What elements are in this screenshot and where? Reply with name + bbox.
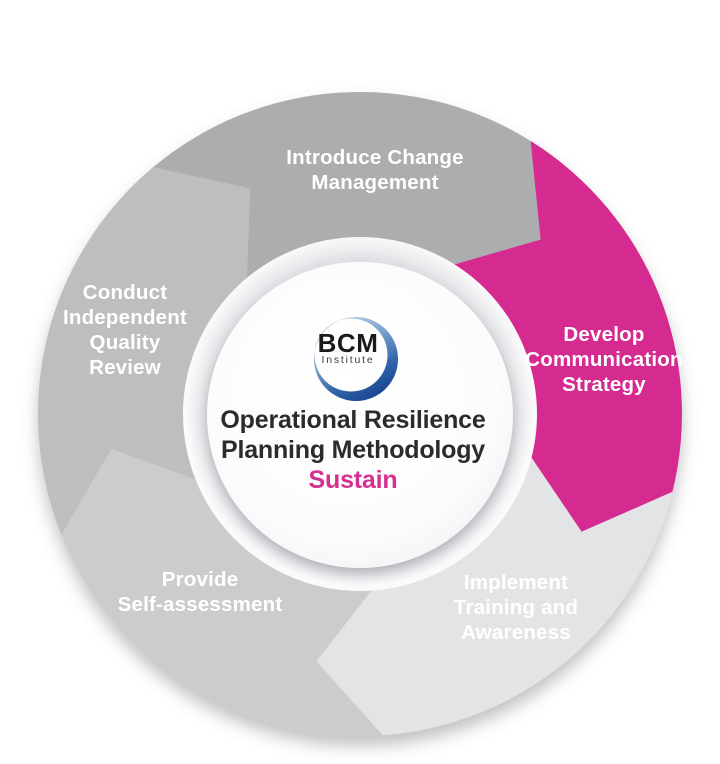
segment-label-implement-training-and-awareness: Implement Training and Awareness bbox=[453, 571, 579, 644]
logo-subtitle: Institute bbox=[321, 354, 375, 366]
center-title-highlight: Sustain bbox=[308, 466, 398, 494]
segment-label-provide-self-assessment: Provide Self-assessment bbox=[117, 568, 283, 616]
segment-label-conduct-independent-quality-review: Conduct Independent Quality Review bbox=[62, 281, 188, 379]
center-disc bbox=[207, 262, 513, 568]
center-title: Operational Resilience Planning Methodol… bbox=[193, 405, 513, 495]
bcm-institute-logo: BCM Institute bbox=[300, 303, 410, 407]
segment-implement-training-and-awareness bbox=[316, 456, 673, 736]
segment-label-develop-communication-strategy: Develop Communication Strategy bbox=[525, 323, 683, 396]
segment-introduce-change-management bbox=[153, 91, 541, 280]
wheel-segments bbox=[37, 91, 682, 736]
segment-provide-self-assessment bbox=[61, 448, 383, 736]
center-title-line2: Planning Methodology bbox=[220, 436, 486, 464]
segment-develop-communication-strategy bbox=[453, 140, 682, 532]
segment-conduct-independent-quality-review bbox=[37, 167, 250, 535]
segment-label-introduce-change-management: Introduce Change Management bbox=[286, 146, 464, 194]
center-title-line1: Operational Resilience bbox=[220, 406, 486, 434]
logo-title: BCM bbox=[317, 328, 379, 358]
